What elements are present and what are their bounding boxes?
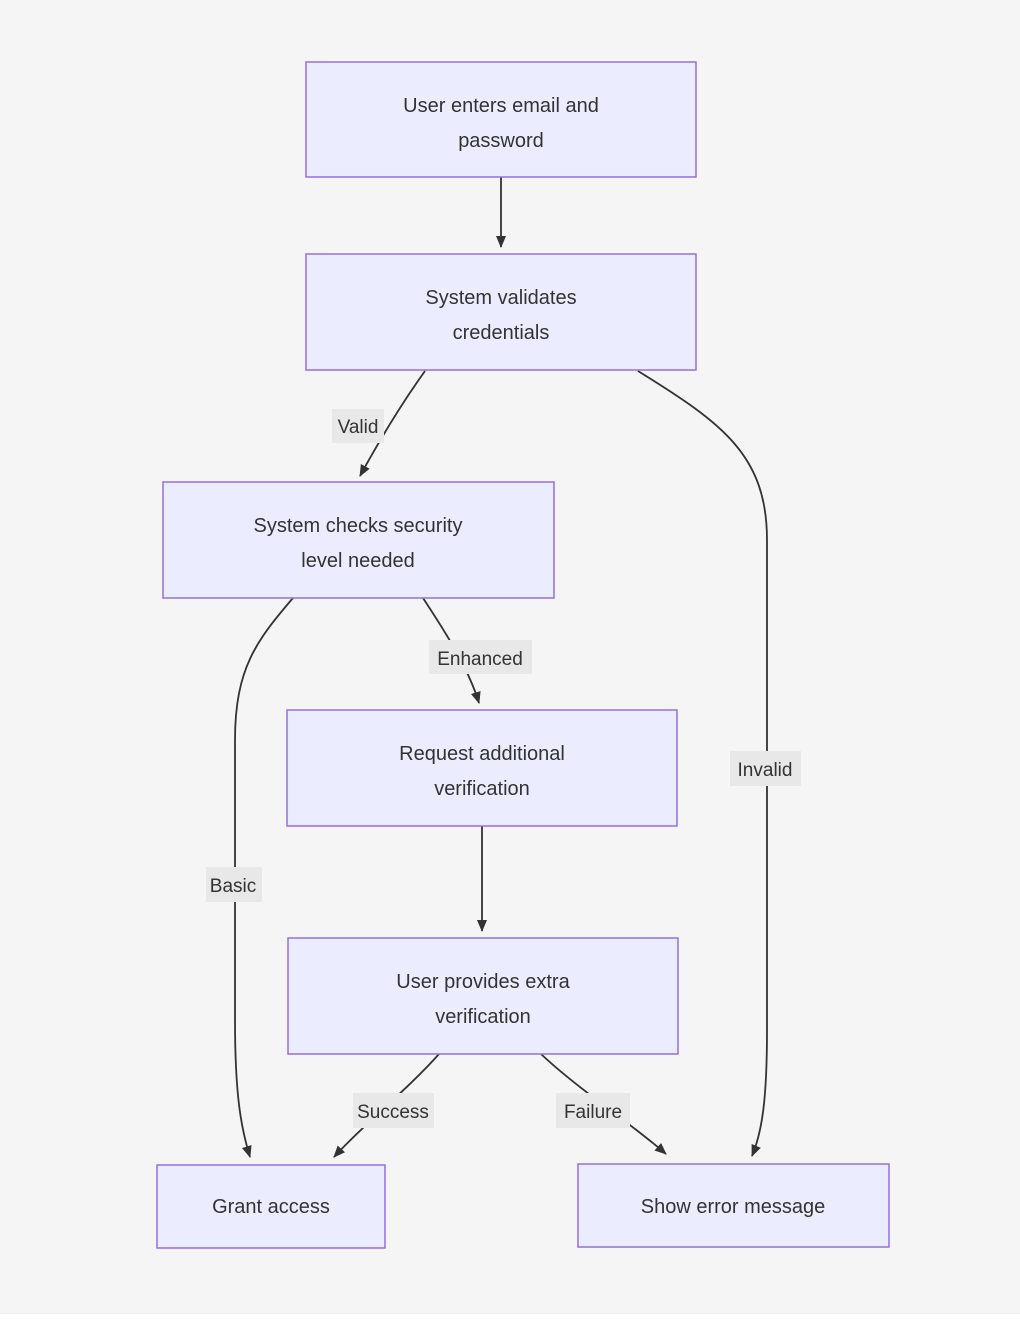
node-grant-access: Grant access	[156, 1164, 386, 1249]
edge-label-enhanced: Enhanced	[429, 640, 532, 674]
node-label-line: User provides extra	[396, 971, 570, 993]
edge-label-bg	[206, 867, 262, 902]
node-label-line: System checks security	[254, 515, 463, 537]
node-label-line: verification	[434, 778, 530, 800]
node-label-line: password	[458, 130, 544, 152]
edge-label-bg	[332, 409, 384, 443]
edge-check-to-grant	[234, 597, 294, 1158]
node-check-security: System checks security level needed	[162, 481, 555, 599]
edge-label-failure: Failure	[556, 1093, 630, 1128]
node-label-line: level needed	[301, 550, 414, 572]
edge-validate-to-check	[359, 370, 426, 477]
edge-label-bg	[353, 1093, 434, 1128]
edges	[234, 177, 768, 1158]
node-label-line: credentials	[453, 322, 550, 344]
node-label-line: System validates	[425, 287, 576, 309]
edge-label-bg	[730, 751, 801, 786]
node-label-line: Show error message	[641, 1196, 826, 1218]
edge-label-text: Failure	[564, 1102, 622, 1123]
edge-label-text: Success	[357, 1102, 429, 1123]
edge-label-invalid: Invalid	[730, 751, 801, 786]
node-box	[162, 481, 555, 599]
edge-label-text: Invalid	[738, 760, 793, 781]
edge-label-text: Enhanced	[437, 649, 523, 670]
node-request-verification: Request additional verification	[286, 709, 678, 827]
node-show-error: Show error message	[577, 1163, 890, 1248]
node-label-line: verification	[435, 1006, 531, 1028]
node-box	[156, 1164, 386, 1249]
node-label-line: Grant access	[212, 1196, 330, 1218]
node-box	[577, 1163, 890, 1248]
node-box	[286, 709, 678, 827]
edge-label-success: Success	[353, 1093, 434, 1128]
node-provide-verification: User provides extra verification	[287, 937, 679, 1055]
edge-label-bg	[429, 640, 532, 674]
edge-label-text: Basic	[210, 876, 256, 897]
node-box	[305, 253, 697, 371]
node-label-line: User enters email and	[403, 95, 599, 117]
edge-label-bg	[556, 1093, 630, 1128]
edge-label-text: Valid	[338, 417, 379, 438]
edge-validate-to-error	[637, 370, 768, 1157]
node-label-line: Request additional	[399, 743, 565, 765]
node-enter-credentials: User enters email and password	[305, 61, 697, 178]
node-box	[287, 937, 679, 1055]
node-box	[305, 61, 697, 178]
edge-label-basic: Basic	[206, 867, 262, 902]
node-validate-credentials: System validates credentials	[305, 253, 697, 371]
edge-label-valid: Valid	[332, 409, 384, 443]
